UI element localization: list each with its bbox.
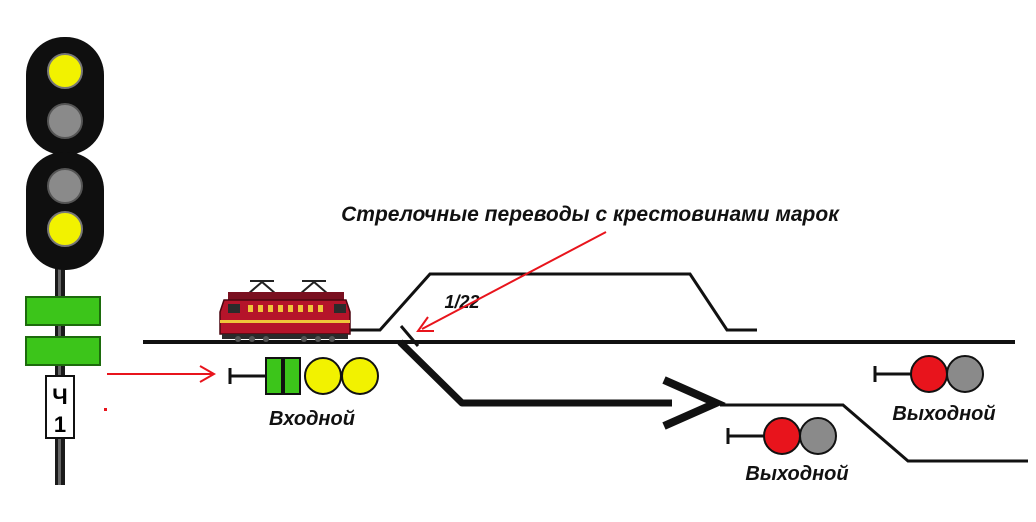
plate-number: 1 [54,412,66,437]
locomotive-icon [219,280,351,342]
pointer-arrow-icon [107,365,217,383]
plate-letter: Ч [52,384,67,409]
exit-upper-lamp-red [910,355,948,393]
exit-signal-upper-symbol [873,355,984,393]
exit-lower-lamp-red [763,417,801,455]
diverging-route-track [397,339,672,407]
entry-lamp-yellow-2 [341,357,379,395]
exit-upper-lamp-gray [946,355,984,393]
signal-number-plate [45,375,75,439]
entry-signal-label: Входной [269,408,355,430]
entry-lamp-yellow-1 [304,357,342,395]
signal-head-upper [26,37,104,155]
tracks [143,272,1028,463]
exit-signal-lower-label: Выходной [745,463,848,485]
signal-green-stripe-lower [25,336,101,366]
switch-mark-label: 1/22 [444,292,479,312]
entry-signal-symbol [228,357,379,395]
entry-green-stripe-2 [283,357,301,395]
mast-signal: Ч 1 [25,37,104,485]
signal-lamp-3 [47,168,83,204]
switch-frog [399,325,420,347]
upper-siding-track [350,272,757,332]
exit-signal-lower-symbol [726,417,837,455]
exit-lower-lamp-gray [799,417,837,455]
diagram-caption: Стрелочные переводы с крестовинами марок [341,203,840,226]
switch-pointer-arrow-icon [416,231,607,332]
entry-green-stripe-1 [265,357,283,395]
route-arrow-icon [662,376,726,430]
signal-green-stripe-upper [25,296,101,326]
signal-lamp-4 [47,211,83,247]
lower-siding-track [720,403,1028,463]
signal-lamp-2 [47,103,83,139]
exit-signal-upper-label: Выходной [892,403,995,425]
signal-lamp-1 [47,53,83,89]
